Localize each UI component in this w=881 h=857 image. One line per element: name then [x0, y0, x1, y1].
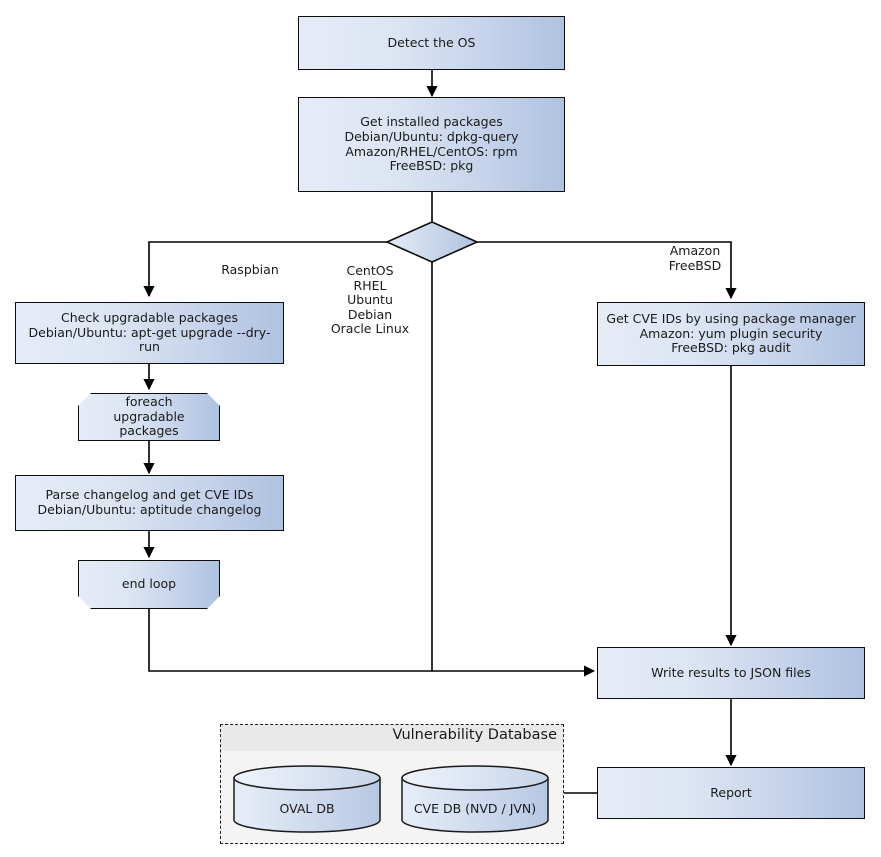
node-get-cve-ids-label: Get CVE IDs by using package manager Ama…: [606, 311, 856, 356]
node-detect-os-label: Detect the OS: [387, 34, 476, 50]
node-write-results[interactable]: Write results to JSON files: [597, 647, 865, 699]
node-check-upgradable[interactable]: Check upgradable packages Debian/Ubuntu:…: [15, 302, 284, 364]
node-get-cve-ids[interactable]: Get CVE IDs by using package manager Ama…: [597, 302, 865, 366]
node-end-loop[interactable]: end loop: [78, 560, 220, 609]
node-parse-changelog-label: Parse changelog and get CVE IDs Debian/U…: [37, 487, 262, 517]
group-title-label: Vulnerability Database: [392, 727, 557, 743]
group-vulnerability-database: Vulnerability Database OVAL DB: [220, 724, 564, 844]
node-get-installed-packages[interactable]: Get installed packages Debian/Ubuntu: dp…: [298, 97, 565, 192]
node-check-upgradable-label: Check upgradable packages Debian/Ubuntu:…: [28, 310, 271, 355]
node-foreach-label: foreach upgradable packages: [113, 394, 185, 439]
node-write-results-label: Write results to JSON files: [651, 664, 811, 680]
edge-label-middle-distros: CentOS RHEL Ubuntu Debian Oracle Linux: [330, 263, 410, 337]
node-end-loop-label: end loop: [121, 576, 177, 592]
node-get-installed-packages-label: Get installed packages Debian/Ubuntu: dp…: [344, 114, 519, 174]
edge-label-amazon-freebsd: Amazon FreeBSD: [668, 243, 722, 273]
decision-diamond[interactable]: [385, 221, 479, 263]
cylinder-cve-db[interactable]: [400, 765, 550, 833]
edge-endloop-to-write: [148, 609, 596, 677]
node-report-label: Report: [710, 784, 752, 800]
node-report[interactable]: Report: [597, 767, 865, 819]
node-detect-os[interactable]: Detect the OS: [298, 16, 565, 70]
group-header-strip: [221, 725, 563, 751]
cylinder-oval-db[interactable]: [232, 765, 382, 833]
node-parse-changelog[interactable]: Parse changelog and get CVE IDs Debian/U…: [15, 475, 284, 531]
node-foreach-loop-start[interactable]: foreach upgradable packages: [78, 393, 220, 441]
